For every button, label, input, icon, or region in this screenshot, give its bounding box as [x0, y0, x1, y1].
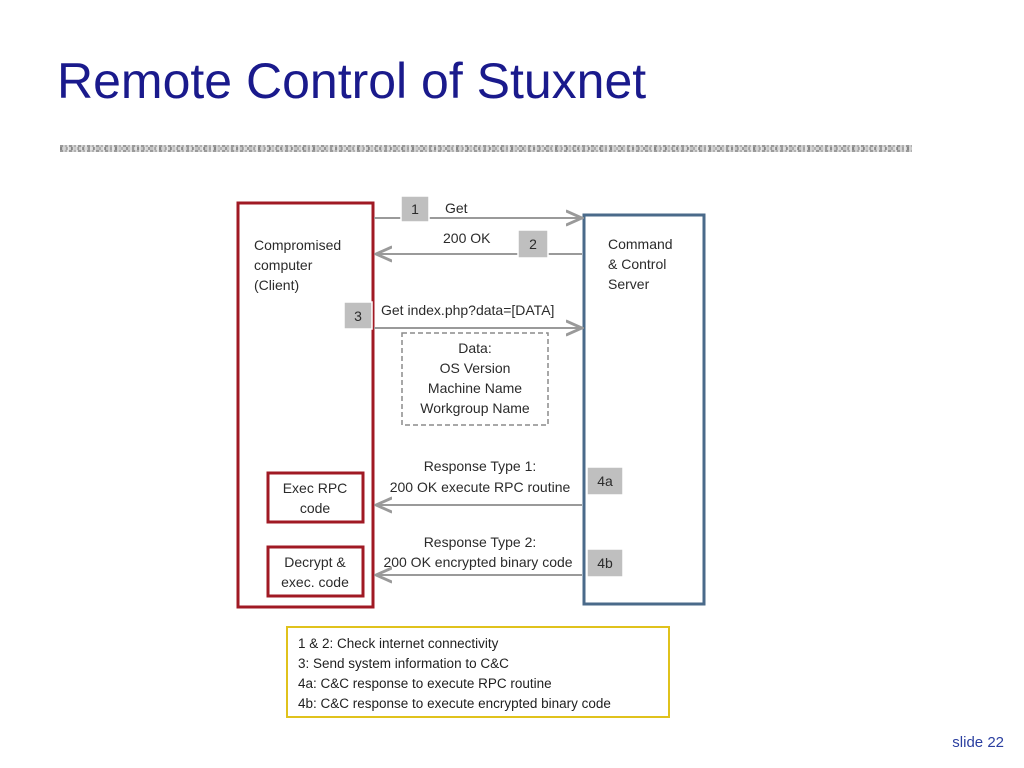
message-get-index: Get index.php?data=[DATA] — [381, 302, 554, 318]
exec-rpc-line-2: code — [300, 500, 331, 516]
page-title: Remote Control of Stuxnet — [57, 53, 647, 109]
step-box-4a — [586, 466, 624, 496]
data-box-line-1: Data: — [458, 340, 491, 356]
legend-item: 4b: C&C response to execute encrypted bi… — [298, 696, 611, 711]
step-label-4a: 4a — [597, 473, 613, 489]
exec-rpc-box — [266, 471, 365, 524]
server-box — [582, 213, 706, 606]
client-label-line-2: computer — [254, 257, 313, 273]
message-response-2-title: Response Type 2: — [424, 534, 537, 550]
title-divider-texture — [60, 147, 912, 150]
legend-item: 1 & 2: Check internet connectivity — [298, 636, 499, 651]
legend-box: 1 & 2: Check internet connectivity 3: Se… — [286, 626, 670, 718]
client-label-line-1: Compromised — [254, 237, 341, 253]
data-box — [401, 332, 549, 426]
data-box-line-4: Workgroup Name — [420, 400, 530, 416]
decrypt-box — [266, 545, 365, 598]
slide-number: slide 22 — [952, 734, 1004, 751]
step-box-1 — [400, 195, 430, 223]
step-label-4b: 4b — [597, 555, 613, 571]
step-box-2 — [517, 229, 549, 259]
server-label-line-1: Command — [608, 236, 673, 252]
client-label-line-3: (Client) — [254, 277, 299, 293]
step-box-4b — [586, 548, 624, 578]
step-box-3 — [343, 301, 373, 330]
data-box-line-2: OS Version — [440, 360, 511, 376]
decrypt-line-1: Decrypt & — [284, 554, 346, 570]
message-response-1-title: Response Type 1: — [424, 458, 537, 474]
data-box-line-3: Machine Name — [428, 380, 522, 396]
exec-rpc-line-1: Exec RPC — [283, 480, 348, 496]
client-box — [236, 201, 375, 609]
message-response-1-detail: 200 OK execute RPC routine — [390, 479, 571, 495]
message-get: Get — [445, 200, 468, 216]
message-response-2-detail: 200 OK encrypted binary code — [383, 554, 572, 570]
server-label-line-2: & Control — [608, 256, 666, 272]
step-label-2: 2 — [529, 236, 537, 252]
decrypt-line-2: exec. code — [281, 574, 349, 590]
step-label-3: 3 — [354, 308, 362, 324]
legend-item: 3: Send system information to C&C — [298, 656, 509, 671]
server-label-line-3: Server — [608, 276, 650, 292]
message-200-ok: 200 OK — [443, 230, 491, 246]
legend-item: 4a: C&C response to execute RPC routine — [298, 676, 552, 691]
step-label-1: 1 — [411, 201, 419, 217]
